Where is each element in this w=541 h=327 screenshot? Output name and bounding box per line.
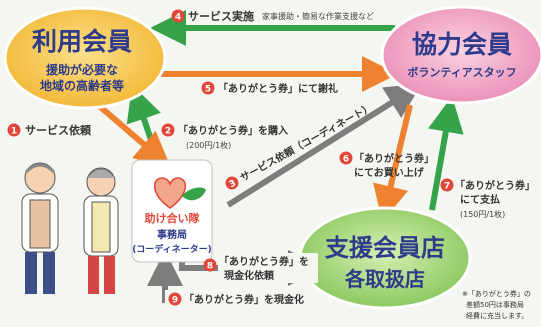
arrow-6-purchase	[373, 104, 413, 222]
number-badge-3	[225, 176, 239, 190]
number-3: 3	[228, 178, 238, 190]
number-badge-9	[168, 292, 182, 306]
secretariat-node: 助け合い隊 事務局 (コーディネーター)	[131, 159, 213, 263]
support-store-node: 支援会員店 各取扱店	[298, 206, 472, 310]
number-1: 1	[11, 127, 17, 137]
secretariat-logo-text: 助け合い隊	[145, 211, 201, 225]
flow-8-label-1: 「ありがとう券」を	[219, 255, 309, 268]
leaf-icon	[182, 187, 206, 201]
flow-4-label: サービス実施	[188, 9, 254, 23]
number-badge-5	[201, 81, 215, 95]
number-4: 4	[175, 13, 181, 23]
number-badge-6	[339, 151, 353, 165]
coop-member-node: 協力会員 ボランティアスタッフ	[380, 5, 541, 105]
flow-7-label-2: にて支払	[460, 193, 500, 206]
flow-2-label: 「ありがとう券」を購入	[178, 124, 288, 137]
number-2: 2	[165, 127, 171, 137]
number-7: 7	[444, 182, 450, 192]
heart-logo-icon	[154, 177, 186, 209]
note-line-3: 経費に充当します。	[466, 311, 528, 320]
arrow-3-coordinate	[226, 83, 423, 208]
user-member-title: 利用会員	[32, 27, 132, 56]
flow-2-price: (200円/1枚)	[186, 140, 231, 150]
flow-5-label: 「ありがとう券」にて謝礼	[218, 82, 338, 95]
number-badge-2	[161, 123, 175, 137]
flow-1-label: サービス依頼	[25, 123, 92, 137]
secretariat-sub-2: (コーディネーター)	[132, 243, 212, 255]
number-9: 9	[172, 296, 178, 306]
number-badge-7	[440, 178, 454, 192]
elderly-couple-illustration	[21, 162, 119, 294]
flow-7-label-1: 「ありがとう券」	[455, 179, 535, 192]
support-store-title-2: 各取扱店	[344, 267, 425, 291]
user-member-node: 利用会員 援助が必要な 地域の高齢者等	[3, 6, 167, 110]
flow-9-label: 「ありがとう券」を現金化	[184, 293, 304, 306]
note-line-2: 差額50円は事務局	[466, 300, 524, 309]
secretariat-sub-1: 事務局	[157, 228, 187, 241]
number-5: 5	[205, 85, 211, 95]
support-store-title-1: 支援会員店	[325, 234, 445, 262]
flow-3-group: 3 サービス依頼（コーディネート）	[225, 101, 375, 190]
flow-4-detail: 家事援助・簡易な作業支援など	[262, 11, 374, 21]
number-badge-1	[7, 123, 21, 137]
coop-member-title: 協力会員	[412, 30, 512, 59]
note-line-1: ※「ありがとう券」の	[462, 289, 531, 298]
flow-6-label-1: 「ありがとう券」	[354, 152, 434, 165]
flow-8-label-2: 現金化依頼	[224, 269, 275, 282]
number-8: 8	[207, 262, 213, 272]
user-member-desc-1: 援助が必要な	[46, 62, 118, 77]
number-badge-8	[203, 258, 217, 272]
number-badge-4	[171, 9, 185, 23]
arrow-7-pay	[428, 96, 464, 211]
user-member-desc-2: 地域の高齢者等	[40, 78, 124, 93]
flow-6-label-2: にてお買い上げ	[354, 166, 425, 179]
number-6: 6	[343, 155, 349, 165]
flow-7-price: (150円/1枚)	[460, 209, 505, 219]
coop-member-desc: ボランティアスタッフ	[407, 65, 516, 79]
